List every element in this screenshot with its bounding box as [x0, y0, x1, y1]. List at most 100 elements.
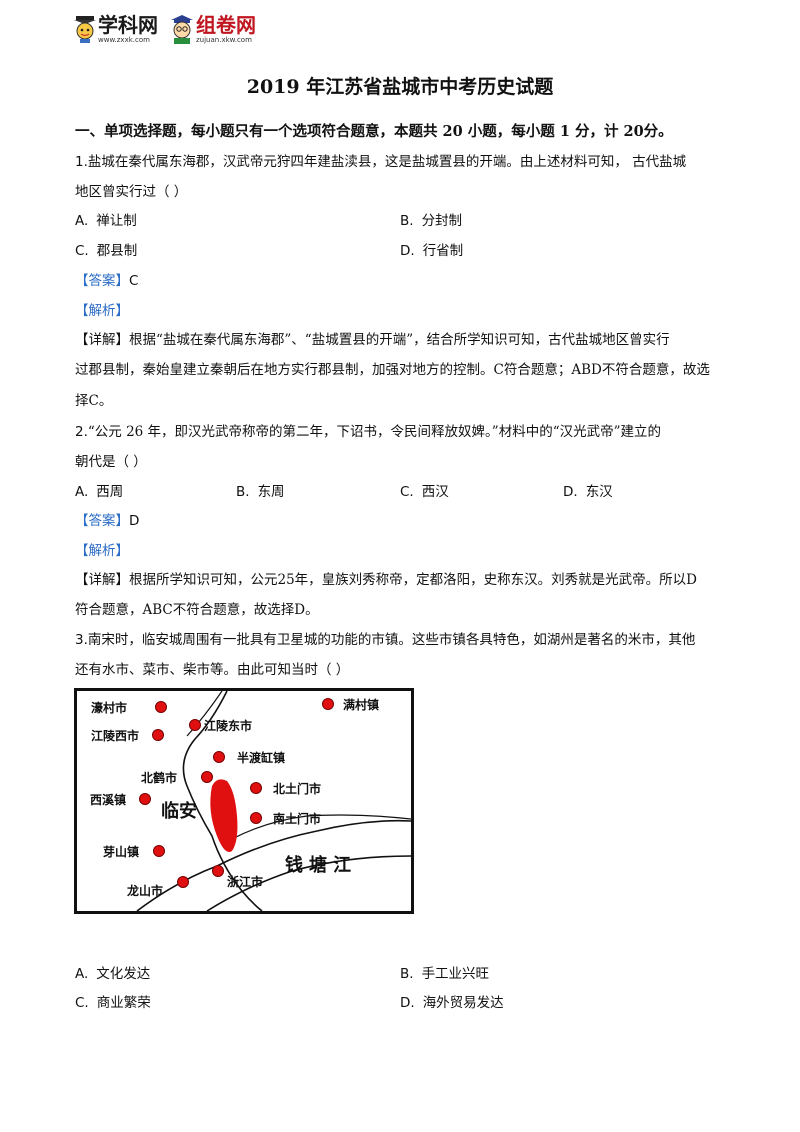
lin-an-city-shape [210, 779, 238, 852]
market-dot [139, 793, 151, 805]
q3-option-a-letter: A. [75, 966, 89, 982]
q1-detail-line3: 择C。 [75, 393, 113, 409]
map-label-haocun: 濠村市 [91, 701, 128, 715]
q3-option-d-text: 海外贸易发达 [422, 995, 504, 1011]
market-dot [201, 771, 213, 783]
q3-stem-text1: 南宋时，临安城周围有一批具有卫星城的功能的市镇。这些市镇各具特色，如湖州是著名的… [87, 632, 696, 648]
q1-detail-label: 【详解】 [75, 332, 129, 348]
q3-number: 3. [75, 632, 88, 648]
q2-analysis-label: 【解析】 [75, 543, 129, 559]
q3-option-b[interactable]: B. 手工业兴旺 [400, 962, 489, 982]
market-dot [322, 698, 334, 710]
q2-stem-line1: 2.“公元 26 年，即汉光武帝称帝的第二年，下诏书，令民间释放奴婢。”材料中的… [75, 420, 661, 440]
q1-option-a-text: 禅让制 [96, 213, 137, 229]
q2-detail-label: 【详解】 [75, 572, 129, 588]
market-dot [189, 719, 201, 731]
q1-number: 1. [75, 154, 88, 170]
market-dot [250, 782, 262, 794]
q1-option-b-letter: B. [400, 213, 414, 229]
q2-option-c-letter: C. [400, 484, 414, 500]
q1-detail-line2: 过郡县制，秦始皇建立秦朝后在地方实行郡县制，加强对地方的控制。C符合题意；ABD… [75, 362, 710, 378]
map-label-qiantang-river: 钱塘江 [285, 855, 357, 876]
student-mascot-icon [171, 15, 193, 44]
q2-option-d-text: 东汉 [585, 484, 613, 500]
q3-option-c[interactable]: C. 商业繁荣 [75, 991, 151, 1011]
q3-stem-line1: 3.南宋时，临安城周围有一批具有卫星城的功能的市镇。这些市镇各具特色，如湖州是著… [75, 628, 695, 648]
map-label-north-gate: 北土门市 [273, 782, 322, 796]
map-label-mancun: 满村镇 [343, 698, 380, 712]
q2-answer-label: 【答案】 [75, 513, 129, 529]
q2-option-b-letter: B. [236, 484, 250, 500]
q1-detail-text1: 根据“盐城在秦代属东海郡”、“盐城置县的开端”，结合所学知识可知，古代盐城地区曾… [129, 332, 670, 348]
q1-option-b[interactable]: B. 分封制 [400, 209, 462, 229]
q2-option-c[interactable]: C. 西汉 [400, 480, 449, 500]
q3-option-b-letter: B. [400, 966, 414, 982]
graduate-mascot-icon [74, 16, 96, 43]
q2-option-a-letter: A. [75, 484, 89, 500]
map-label-beihe: 北鹤市 [141, 771, 178, 785]
map-label-yashan: 芽山镇 [103, 845, 140, 859]
q3-option-c-letter: C. [75, 995, 89, 1011]
q1-analysis-label: 【解析】 [75, 303, 129, 319]
q1-answer-value: C [129, 273, 139, 289]
q2-stem-text1: “公元 26 年，即汉光武帝称帝的第二年，下诏书，令民间释放奴婢。”材料中的“汉… [87, 424, 662, 440]
map-label-xixi: 西溪镇 [90, 793, 127, 807]
q2-option-a[interactable]: A. 西周 [75, 480, 123, 500]
map-label-bandu: 半渡缸镇 [237, 751, 286, 765]
zujuan-logo-url: zujuan.xkw.com [196, 35, 252, 44]
map-label-zhejiang: 浙江市 [227, 875, 264, 889]
lin-an-market-map: 濠村市 江陵西市 江陵东市 半渡缸镇 北鹤市 北土门市 西溪镇 南土门市 芽山镇… [74, 688, 414, 914]
exam-title: 2019 年江苏省盐城市中考历史试题 [246, 76, 554, 98]
q1-detail-line1: 【详解】根据“盐城在秦代属东海郡”、“盐城置县的开端”，结合所学知识可知，古代盐… [75, 328, 670, 348]
market-dot [250, 812, 262, 824]
q2-detail-line2: 符合题意，ABC不符合题意，故选择D。 [75, 602, 319, 618]
q2-answer-value: D [129, 513, 140, 529]
map-label-jiangling-west: 江陵西市 [91, 729, 140, 743]
q2-option-c-text: 西汉 [421, 484, 449, 500]
q3-option-c-text: 商业繁荣 [96, 995, 151, 1011]
q3-stem-line2: 还有水市、菜市、柴市等。由此可知当时（ ） [75, 662, 350, 678]
map-label-longshan: 龙山市 [127, 884, 164, 898]
q1-stem-text1: 盐城在秦代属东海郡，汉武帝元狩四年建盐渎县，这是盐城置县的开端。由上述材料可知，… [87, 154, 687, 170]
q1-option-d-text: 行省制 [422, 243, 464, 259]
q1-option-d[interactable]: D. 行省制 [400, 239, 463, 259]
market-dot [212, 865, 224, 877]
section-heading: 一、单项选择题，每小题只有一个选项符合题意，本题共 20 小题，每小题 1 分，… [75, 123, 673, 140]
map-label-lin-an: 临安 [161, 801, 197, 822]
q1-option-d-letter: D. [400, 243, 415, 259]
zxxk-logo-url: www.zxxk.com [98, 35, 150, 44]
q3-option-b-text: 手工业兴旺 [421, 966, 490, 982]
q2-option-b[interactable]: B.东周 [236, 480, 285, 500]
q3-option-d[interactable]: D. 海外贸易发达 [400, 991, 504, 1011]
q2-detail-text1: 根据所学知识可知，公元25年，皇族刘秀称帝，定都洛阳，史称东汉。刘秀就是光武帝。… [129, 572, 698, 588]
q1-stem-line2: 地区曾实行过（ ） [75, 184, 188, 200]
q2-answer: 【答案】D [75, 509, 139, 529]
zujuan-logo-name: 组卷网 [196, 12, 256, 37]
map-label-jiangling-east: 江陵东市 [204, 719, 253, 733]
q2-number: 2. [75, 424, 88, 440]
q3-option-d-letter: D. [400, 995, 415, 1011]
header-logos: 学科网 www.zxxk.com 组卷网 zujuan.xkw.com [72, 10, 256, 48]
q2-detail-line1: 【详解】根据所学知识可知，公元25年，皇族刘秀称帝，定都洛阳，史称东汉。刘秀就是… [75, 568, 697, 588]
map-label-south-gate: 南土门市 [273, 812, 322, 826]
market-dot [152, 729, 164, 741]
q1-answer-label: 【答案】 [75, 273, 129, 289]
q2-option-a-text: 西周 [96, 484, 124, 500]
q1-option-c[interactable]: C. 郡县制 [75, 239, 137, 259]
q2-option-d[interactable]: D. 东汉 [563, 480, 613, 500]
q1-option-c-letter: C. [75, 243, 89, 259]
q1-option-a[interactable]: A.禅让制 [75, 209, 137, 229]
q1-stem-line1: 1.盐城在秦代属东海郡，汉武帝元狩四年建盐渎县，这是盐城置县的开端。由上述材料可… [75, 150, 686, 170]
zujuan-logo[interactable]: 组卷网 zujuan.xkw.com [168, 13, 256, 45]
q3-option-a[interactable]: A.文化发达 [75, 962, 150, 982]
q1-option-c-text: 郡县制 [96, 243, 138, 259]
market-dot [155, 701, 167, 713]
zxxk-logo-name: 学科网 [98, 12, 158, 37]
q2-stem-line2: 朝代是（ ） [75, 454, 147, 470]
q1-option-b-text: 分封制 [421, 213, 463, 229]
q2-option-d-letter: D. [563, 484, 578, 500]
zxxk-logo[interactable]: 学科网 www.zxxk.com [72, 14, 158, 44]
market-dot [153, 845, 165, 857]
q1-answer: 【答案】C [75, 269, 138, 289]
market-dot [177, 876, 189, 888]
